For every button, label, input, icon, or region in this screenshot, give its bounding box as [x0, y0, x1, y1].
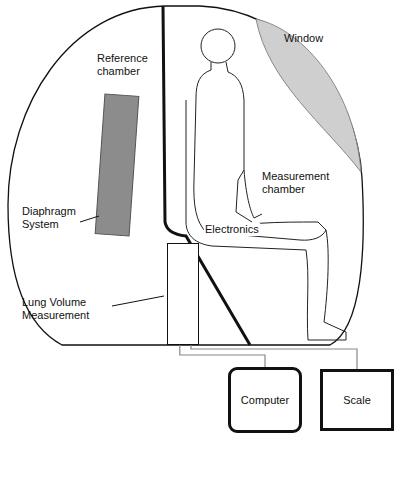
- box-heading: Electronics: [204, 223, 260, 236]
- person-figure: [186, 29, 346, 340]
- window-label: Window: [284, 32, 344, 45]
- part-label: Lung Volume Measurement: [22, 296, 96, 321]
- window-region: [256, 19, 361, 172]
- connector-line: [191, 345, 357, 369]
- electronics-box: Electronics: [167, 243, 199, 345]
- chamber-label: Reference chamber: [97, 52, 157, 77]
- part-label: Diaphragm System: [22, 205, 82, 230]
- chamber-label: Measurement chamber: [262, 170, 336, 195]
- box-label: Scale: [343, 394, 371, 407]
- scale-box: Scale: [320, 369, 394, 431]
- housing-outline: [8, 6, 363, 345]
- leader-line: [80, 216, 99, 222]
- connector-line: [180, 345, 265, 367]
- chamber-divider: [163, 6, 250, 345]
- computer-box: Computer: [228, 367, 302, 433]
- box-label: Computer: [241, 394, 289, 407]
- leader-line: [112, 296, 164, 306]
- diaphragm-system: [95, 94, 139, 236]
